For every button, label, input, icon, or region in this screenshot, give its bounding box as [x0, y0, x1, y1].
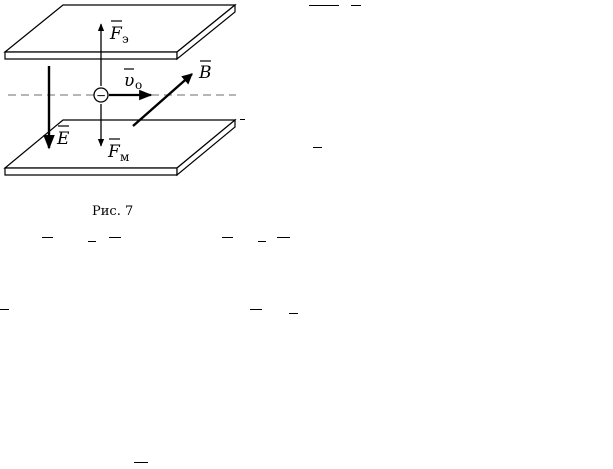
overline-mark	[88, 241, 96, 242]
charge-sign: −	[96, 89, 106, 103]
overline-mark	[109, 237, 121, 238]
overline-mark	[42, 237, 53, 238]
overline-mark	[289, 313, 298, 314]
svg-text:E: E	[56, 129, 70, 149]
svg-text:B: B	[198, 63, 212, 83]
svg-text:F: F	[107, 142, 121, 162]
label-velocity: υ о	[124, 68, 142, 92]
label-magnetic-force: F м	[107, 138, 129, 164]
svg-text:м: м	[120, 150, 129, 164]
overline-mark	[222, 237, 233, 238]
overline-mark	[134, 462, 148, 463]
overline-mark	[258, 241, 266, 242]
electron-charge: −	[93, 87, 109, 103]
overline-mark	[277, 237, 290, 238]
overline-mark	[313, 147, 322, 148]
figure-caption: Рис. 7	[92, 204, 133, 219]
overline-mark	[240, 119, 245, 120]
bottom-plate	[3, 118, 237, 177]
top-plate	[3, 3, 237, 61]
overline-mark	[0, 309, 9, 310]
svg-text:э: э	[122, 32, 129, 46]
label-electric-field: E	[56, 125, 70, 149]
svg-text:о: о	[135, 78, 142, 92]
label-magnetic-field: B	[198, 60, 212, 83]
label-electric-force: F э	[109, 20, 129, 46]
svg-text:F: F	[109, 24, 123, 44]
overline-mark	[351, 5, 361, 6]
overline-mark	[309, 5, 339, 6]
svg-text:υ: υ	[124, 71, 134, 91]
overline-mark	[250, 309, 262, 310]
magnetic-field-arrow	[132, 73, 193, 127]
